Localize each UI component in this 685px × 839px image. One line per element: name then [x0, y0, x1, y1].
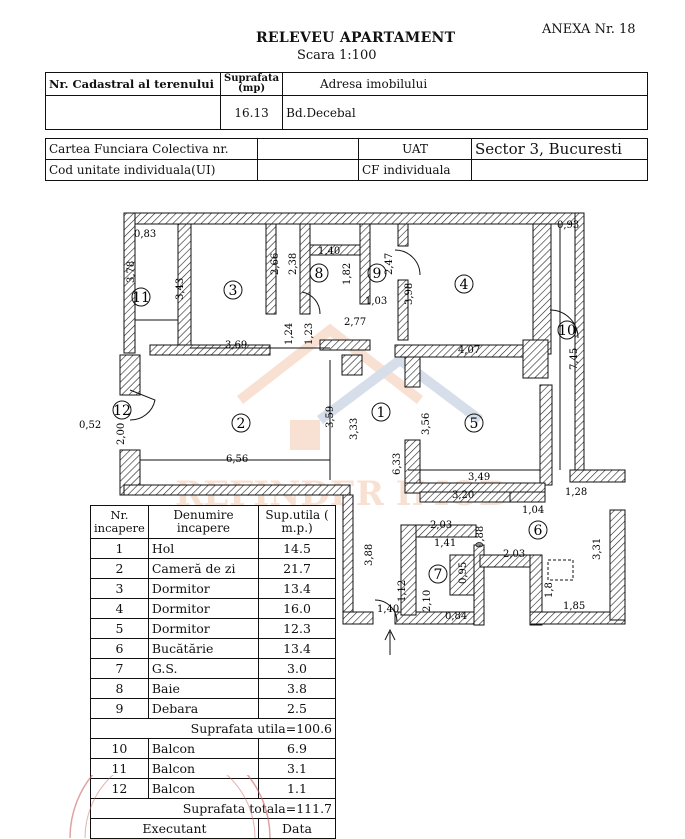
room-9-number: 9	[373, 266, 382, 282]
dim: 1,24	[284, 323, 295, 345]
dim: 3,88	[364, 544, 375, 566]
room-11-number: 11	[132, 290, 150, 306]
dim: 2,38	[288, 253, 299, 275]
room-numbers: 1 2 3 4 5 6 7 8 9 10 11 12	[112, 263, 577, 584]
area-header: Suprafata (mp)	[219, 72, 284, 96]
cod-unitate-label: Cod unitate individuala(UI)	[45, 159, 258, 181]
dim: 0,88	[475, 526, 486, 548]
cadastral-table: Nr. Cadastral al terenului Suprafata (mp…	[45, 72, 648, 130]
dim: 0,93	[557, 220, 579, 231]
address-value: Bd.Decebal	[282, 95, 648, 130]
dim: 3,59	[325, 406, 336, 428]
room-2-number: 2	[237, 416, 246, 432]
room-8-number: 8	[315, 266, 324, 282]
document-title: RELEVEU APARTAMENT	[256, 30, 456, 46]
annex-number: ANEXA Nr. 18	[542, 22, 636, 37]
dimensions: 0,83 3,78 3,43 2,66 2,38 1,40 1,82 2,47 …	[79, 220, 603, 622]
dim: 1,04	[522, 505, 544, 516]
dim: 7,45	[569, 348, 580, 370]
dim: 2,77	[344, 317, 366, 328]
dim: 1,82	[342, 263, 353, 285]
dim: 3,69	[225, 340, 247, 351]
dim: 6,33	[392, 453, 403, 475]
dim: 2,47	[384, 253, 395, 275]
room-6-number: 6	[534, 523, 543, 539]
dim: 6,56	[226, 454, 248, 465]
room-7-number: 7	[434, 567, 443, 583]
dim: 3,78	[126, 261, 137, 283]
dim: 3,20	[452, 490, 474, 501]
room-10-number: 10	[558, 323, 576, 339]
dim: 1,40	[318, 246, 340, 257]
dim: 3,43	[175, 278, 186, 300]
room-5-number: 5	[470, 416, 479, 432]
dim: 1,28	[565, 487, 587, 498]
room-1-number: 1	[377, 405, 386, 421]
dim: 3,49	[468, 472, 490, 483]
dim: 3,98	[404, 283, 415, 305]
dim: 3,31	[592, 538, 603, 560]
walls	[119, 212, 626, 626]
document-scale: Scara 1:100	[297, 48, 377, 63]
dim: 0,84	[445, 611, 467, 622]
cadastral-header: Nr. Cadastral al terenului	[45, 72, 221, 96]
grand-total: Suprafata totala=111.7	[90, 798, 336, 819]
address-header: Adresa imobilului	[282, 72, 648, 96]
cf-individuala-label: CF individuala	[358, 159, 472, 181]
dim: 3,56	[421, 413, 432, 435]
dim: 2,10	[422, 590, 433, 612]
dim: 2,03	[503, 549, 525, 560]
cadastral-value	[45, 95, 221, 130]
dim: 4,07	[458, 345, 480, 356]
dim: 2,00	[116, 423, 127, 445]
dim: 1,8	[544, 582, 555, 598]
table-header-name: Denumire incapere	[147, 505, 260, 539]
uat-value: Sector 3, Bucuresti	[471, 138, 648, 160]
util-total: Suprafata utila=100.6	[90, 718, 336, 739]
dim: 2,66	[270, 253, 281, 275]
dim: 3,33	[349, 418, 360, 440]
plan-lines	[129, 224, 579, 655]
dim: 1,23	[304, 323, 315, 345]
dim: 1,03	[365, 296, 387, 307]
cf-individuala-value	[471, 159, 648, 181]
dim: 0,52	[79, 420, 101, 431]
cf-table: Cartea Funciara Colectiva nr. UAT Sector…	[45, 138, 648, 181]
table-header-nr: Nr. incapere	[90, 505, 149, 539]
area-value: 16.13	[219, 95, 284, 130]
room-3-number: 3	[229, 283, 238, 299]
rooms-table: Nr. incapere Denumire incapere Sup.utila…	[90, 505, 336, 839]
dim: 0,83	[134, 229, 156, 240]
room-4-number: 4	[460, 277, 469, 293]
table-header-area: Sup.utila ( m.p.)	[258, 505, 336, 539]
room-12-number: 12	[113, 403, 131, 419]
dim: 1,40	[377, 604, 399, 615]
stamp	[69, 775, 271, 838]
dim: 1,12	[397, 580, 408, 602]
dim: 1,85	[563, 601, 585, 612]
dim: 0,95	[458, 562, 469, 584]
dim: 1,41	[434, 538, 456, 549]
dim: 2,03	[430, 520, 452, 531]
